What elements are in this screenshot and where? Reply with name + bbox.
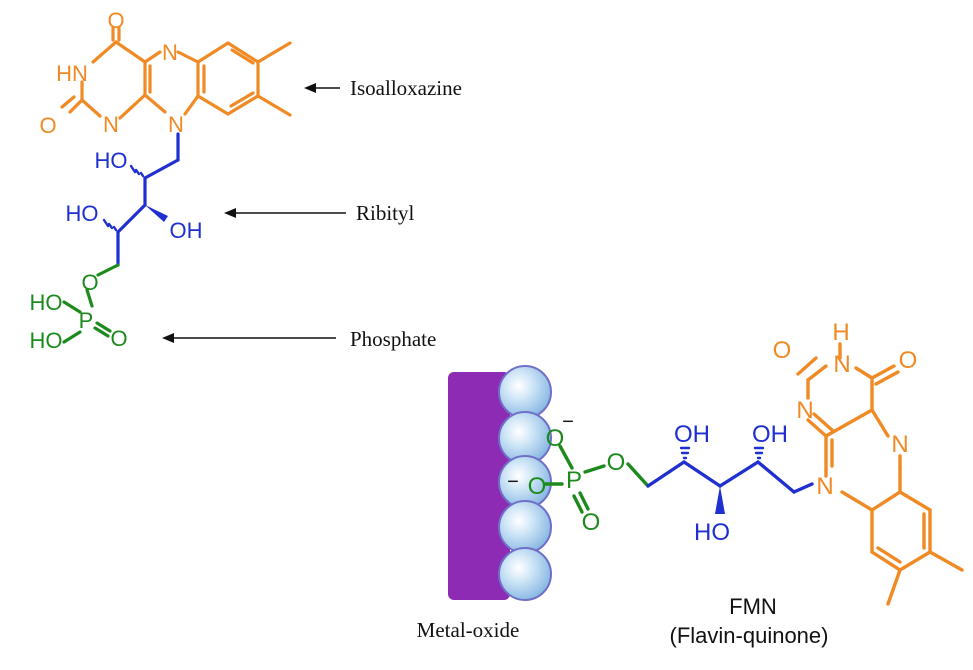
fmn-isoalloxazine-bonds: [796, 342, 964, 606]
ribityl-bold-wedge: [145, 205, 168, 222]
fmn-atom-o-left: O: [773, 337, 792, 364]
label-fmn: FMN: [729, 594, 777, 619]
atom-ho-c4: HO: [66, 201, 99, 226]
ribityl-bonds: [116, 132, 180, 267]
metal-oxide-slab: [448, 372, 510, 600]
fmn-minus-top: −: [562, 411, 574, 433]
surface-spheres: [498, 365, 552, 601]
label-isoalloxazine: Isoalloxazine: [350, 76, 462, 100]
fmn-atom-n-ring-b-bottom: N: [816, 473, 833, 500]
fmn-atom-h: H: [832, 319, 849, 346]
fmn-atom-n-imide: N: [833, 351, 850, 378]
fmn-atom-o-right: O: [899, 347, 918, 374]
atom-p: P: [79, 308, 94, 333]
fmn-atom-n-ring-b-top: N: [891, 431, 908, 458]
atom-ho-c2: HO: [95, 148, 128, 173]
atom-n-ring-b-bottom: N: [168, 112, 184, 137]
fmn-atom-ho-c3: HO: [694, 519, 730, 546]
atom-o-carbonyl-left: O: [39, 113, 56, 138]
fmn-atom-oh-c4: OH: [752, 421, 788, 448]
fmn-atom-o-phosphoryl: O: [582, 509, 601, 536]
atom-n-ring-a: N: [103, 112, 119, 137]
fmn-ribityl-bonds: [646, 460, 814, 494]
atom-o-carbonyl-top: O: [107, 8, 124, 33]
sphere: [498, 547, 552, 601]
fmn-minus-left: −: [507, 471, 519, 493]
bottom-structure: O − − O P O O OH HO OH H O N O N N N Met…: [417, 319, 964, 648]
atom-ho-phosphate-top: HO: [30, 290, 63, 315]
label-metal-oxide: Metal-oxide: [417, 618, 520, 642]
fmn-atom-o-minus-left: O: [528, 473, 547, 500]
sphere: [498, 365, 552, 419]
label-flavin-quinone: (Flavin-quinone): [670, 623, 829, 648]
fmn-atom-p: P: [566, 467, 582, 494]
sphere: [498, 500, 552, 554]
ribityl-stereo-bonds: [102, 164, 145, 232]
fmn-atom-o-ester: O: [607, 449, 626, 476]
atom-hn: HN: [56, 61, 88, 86]
atom-o-ester: O: [81, 270, 98, 295]
atom-ho-phosphate-bottom: HO: [30, 328, 63, 353]
label-ribityl: Ribityl: [356, 201, 415, 225]
fmn-ribityl-stereo: [679, 446, 765, 460]
fmn-atom-oh-c2: OH: [674, 421, 710, 448]
top-structure: O HN O N N N HO HO OH O HO P HO O Isoall…: [30, 8, 462, 353]
fmn-atom-o-minus-top: O: [546, 425, 565, 452]
fmn-atom-n-ring-a: N: [796, 397, 813, 424]
fmn-ribityl-bold-wedge: [715, 486, 725, 514]
phosphate-bonds: [62, 263, 120, 344]
atom-n-ring-b-top: N: [162, 40, 178, 65]
fmn-phosphate-bonds: [543, 444, 650, 514]
atom-oh-c3: OH: [170, 218, 203, 243]
isoalloxazine-bonds: [60, 26, 292, 120]
annotation-arrows: [162, 83, 346, 343]
label-phosphate: Phosphate: [350, 327, 436, 351]
atom-o-phosphoryl: O: [110, 326, 127, 351]
